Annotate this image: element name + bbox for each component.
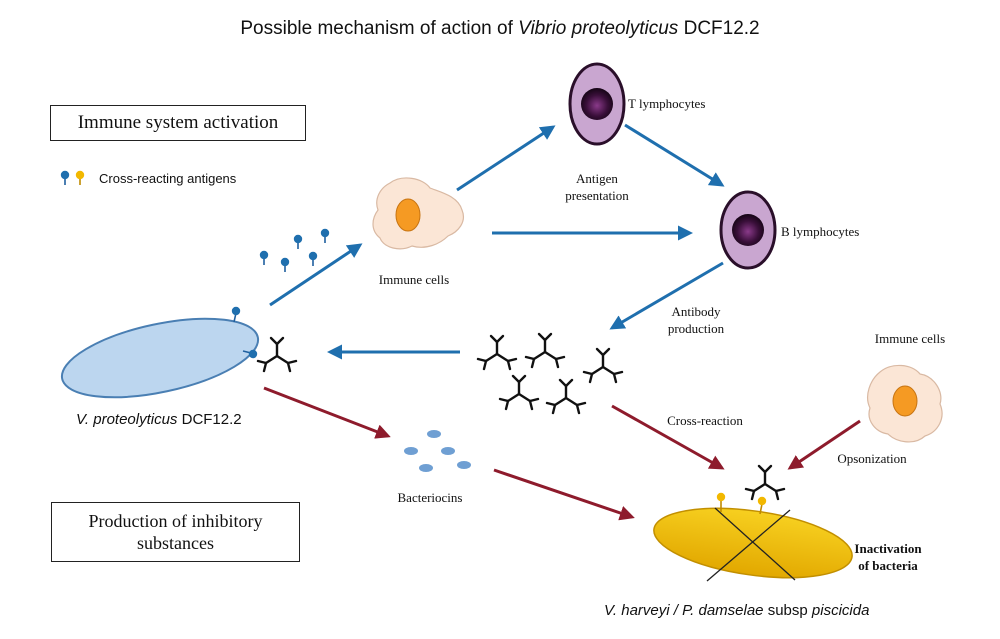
immune-cell-right (867, 364, 943, 443)
vibrio-proteolyticus-label: V. proteolyticus DCF12.2 (76, 411, 242, 428)
target-italic1: V. harveyi / P. damselae (604, 602, 764, 619)
immune-cells-right-label: Immune cells (874, 331, 946, 346)
diagram-title: Possible mechanism of action of Vibrio p… (0, 18, 1000, 40)
bacteriocins-label: Bacteriocins (397, 490, 463, 505)
legend-antigen-yellow-icon (75, 170, 85, 186)
arrow-opsonization (787, 419, 861, 470)
antibody-line2: production (667, 321, 725, 336)
antibody-production-label: Antibody production (646, 303, 746, 337)
legend-antigen-blue-icon (59, 170, 70, 186)
arrow-immune-to-t-lymphocytes (456, 125, 556, 192)
target-italic2: piscicida (811, 602, 870, 619)
inhibitory-label-line1: Production of inhibitory (88, 511, 263, 531)
blue-arrows (269, 123, 725, 360)
red-arrows (263, 386, 861, 521)
antigen-line1: Antigen (576, 171, 618, 186)
immune-activation-label: Immune system activation (77, 112, 279, 133)
arrow-bacteriocins-to-target (493, 468, 635, 521)
inactivation-line2: of bacteria (858, 558, 918, 573)
title-italic: Vibrio proteolyticus (518, 18, 679, 39)
title-suffix: DCF12.2 (678, 18, 760, 39)
bacteriocins-particles (404, 430, 471, 472)
inactivation-label: Inactivation of bacteria (838, 540, 938, 574)
bound-antibody-icon (256, 336, 298, 373)
arrow-bacterium-to-immune-cells (269, 243, 363, 307)
b-lymphocyte (719, 190, 777, 270)
arrow-t-to-b-lymphocytes (624, 123, 725, 187)
vibrio-italic: V. proteolyticus (76, 411, 178, 428)
inhibitory-label-line2: substances (137, 533, 214, 553)
opsonization-label: Opsonization (837, 451, 907, 466)
t-lymphocytes-label: T lymphocytes (628, 96, 706, 111)
antigen-presentation-label: Antigen presentation (547, 170, 647, 204)
immune-cells-top-label: Immune cells (378, 272, 450, 287)
inhibitory-substances-box: Production of inhibitory substances (51, 502, 300, 562)
arrow-b-to-antibodies (609, 261, 724, 330)
arrow-cross-reaction (611, 404, 725, 470)
b-lymphocytes-label: B lymphocytes (781, 224, 860, 239)
inactivation-line1: Inactivation (854, 541, 922, 556)
antigen-line2: presentation (565, 188, 629, 203)
released-antigens (258, 228, 331, 273)
vibrio-normal: DCF12.2 (177, 411, 242, 428)
arrow-bacterium-to-bacteriocins (263, 386, 391, 439)
immune-cell-top (372, 177, 464, 250)
opsonizing-antibody-icon (744, 464, 786, 501)
antibody-cluster (476, 332, 624, 415)
vibrio-proteolyticus-bacterium (60, 306, 260, 399)
target-bacterium (653, 492, 853, 582)
target-normal: subsp (763, 602, 812, 619)
antibody-line1: Antibody (671, 304, 721, 319)
cross-reaction-label: Cross-reaction (667, 413, 743, 428)
t-lymphocyte (568, 62, 626, 146)
title-prefix: Possible mechanism of action of (240, 18, 519, 39)
target-bacteria-label: V. harveyi / P. damselae subsp piscicida (604, 602, 869, 619)
legend-label: Cross-reacting antigens (99, 171, 237, 186)
immune-activation-box: Immune system activation (50, 105, 306, 141)
